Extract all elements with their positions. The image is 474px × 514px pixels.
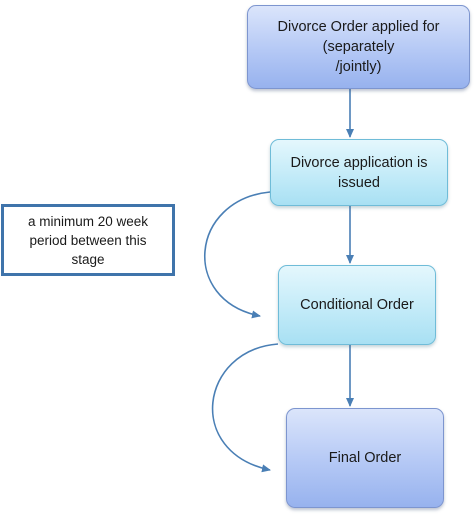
step-label: Final Order — [328, 450, 402, 466]
note-text: a minimum 20 week period between this st… — [27, 213, 149, 267]
curved-arrow-issued-to-conditional — [203, 191, 271, 319]
step-conditional-order: Conditional Order — [278, 265, 436, 345]
step-final-order: Final Order — [286, 408, 444, 508]
step-divorce-order-applied: Divorce Order applied for (separately /j… — [247, 5, 470, 89]
step-label: Divorce application is issued — [290, 154, 428, 191]
step-label: Conditional Order — [300, 297, 414, 313]
step-label: Divorce Order applied for (separately /j… — [277, 19, 440, 75]
step-application-issued: Divorce application is issued — [270, 139, 448, 206]
waiting-period-note: a minimum 20 week period between this st… — [1, 204, 175, 276]
curved-arrow-conditional-to-final — [211, 343, 279, 473]
